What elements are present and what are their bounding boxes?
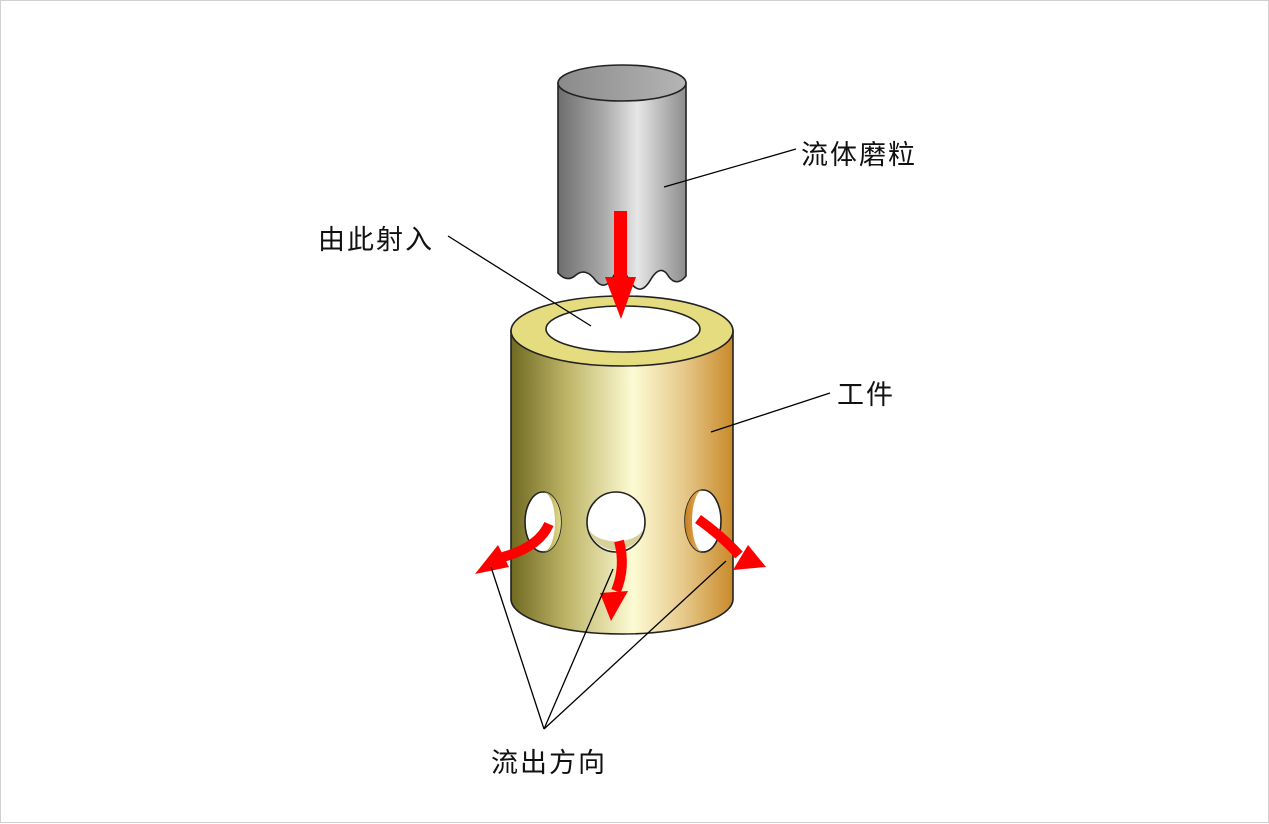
leader-lines (447, 148, 831, 730)
leader-inject-here (447, 235, 592, 327)
leader-fluid-abrasive (663, 148, 797, 188)
leader-outflow-right (543, 560, 727, 730)
side-hole-center (586, 491, 646, 553)
label-outflow-direction: 流出方向 (491, 748, 607, 779)
label-fluid-abrasive: 流体磨粒 (801, 140, 917, 171)
leader-outflow-left (490, 566, 545, 730)
label-workpiece: 工件 (837, 380, 895, 411)
label-inject-here: 由此射入 (318, 225, 434, 256)
outflow-arrow-center (600, 539, 628, 621)
outflow-arrow-right (695, 514, 766, 570)
abrasive-tool (557, 64, 687, 290)
leader-outflow-center (543, 568, 614, 730)
workpiece-cylinder (510, 295, 734, 635)
outflow-arrow-left (475, 521, 554, 574)
inflow-arrow (605, 211, 636, 319)
leader-workpiece (710, 392, 831, 433)
